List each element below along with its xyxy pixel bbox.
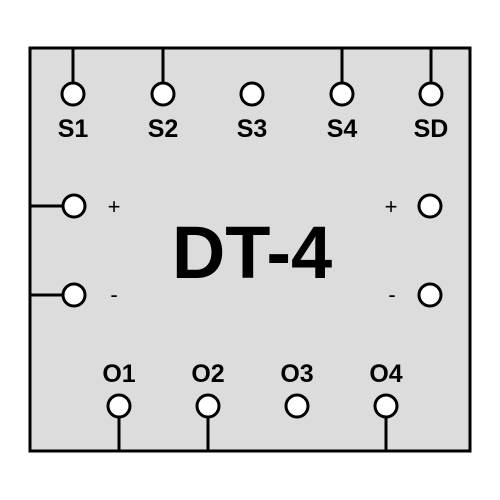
pin-right-minus xyxy=(417,282,443,308)
module-title: DT-4 xyxy=(172,211,332,294)
pin-o3 xyxy=(284,393,310,419)
pin-s4 xyxy=(329,81,355,107)
pin-wires xyxy=(30,48,433,451)
pin-label-o3: O3 xyxy=(280,360,313,388)
pin-label-s3: S3 xyxy=(237,115,268,143)
pin-o1 xyxy=(106,393,132,419)
module-body xyxy=(28,46,472,453)
pin-label-s2: S2 xyxy=(148,115,179,143)
pin-label-sd: SD xyxy=(414,115,449,143)
pin-label-o1: O1 xyxy=(102,360,135,388)
left-minus-sign: - xyxy=(110,282,117,307)
pin-left-minus xyxy=(61,282,87,308)
right-minus-sign: - xyxy=(388,282,395,307)
pin-left-plus xyxy=(61,193,87,219)
pin-o2 xyxy=(195,393,221,419)
pin-s2 xyxy=(150,81,176,107)
pin-right-plus xyxy=(417,193,443,219)
pin-o4 xyxy=(373,393,399,419)
pin-terminals xyxy=(60,81,444,419)
pin-label-s1: S1 xyxy=(58,115,89,143)
pin-s1 xyxy=(60,81,86,107)
right-plus-sign: + xyxy=(385,194,398,219)
pin-s3 xyxy=(239,81,265,107)
pin-label-o2: O2 xyxy=(191,360,224,388)
left-plus-sign: + xyxy=(108,194,121,219)
pin-sd xyxy=(418,81,444,107)
pin-label-o4: O4 xyxy=(369,360,402,388)
pin-label-s4: S4 xyxy=(327,115,358,143)
